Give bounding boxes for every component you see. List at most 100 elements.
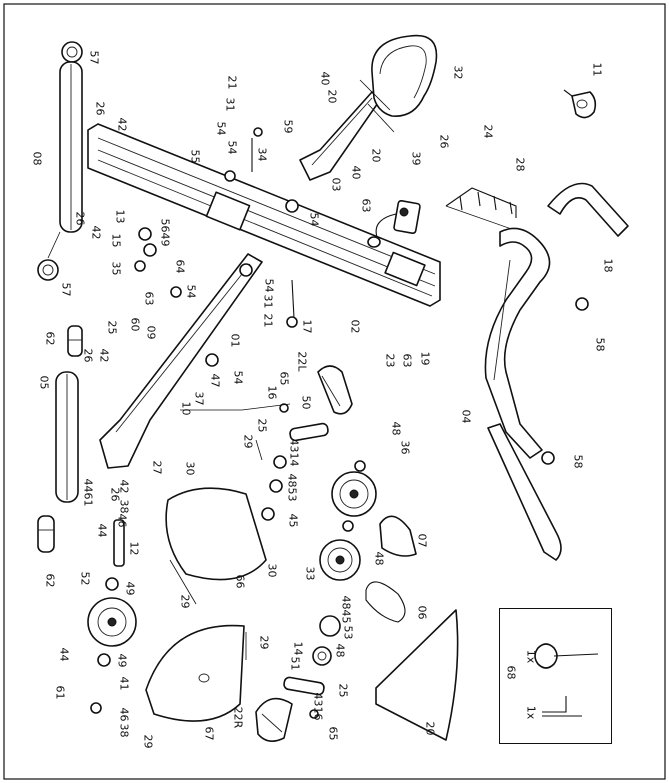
part-callout: 4845 bbox=[339, 595, 353, 623]
part-callout: 4314 bbox=[287, 438, 301, 466]
inset-tools bbox=[534, 643, 599, 717]
sub-frame-01 bbox=[99, 253, 263, 469]
part-callout: 33 bbox=[303, 566, 317, 580]
end-cap-57-top bbox=[61, 41, 83, 63]
part-callout: 54 bbox=[262, 278, 276, 292]
part-callout: 29 bbox=[141, 734, 155, 748]
part-callout: 64 bbox=[173, 259, 187, 273]
part-callout: 63 bbox=[400, 353, 414, 367]
cover-67 bbox=[145, 624, 245, 722]
part-callout: 30 bbox=[183, 461, 197, 475]
part-callout: 11 bbox=[590, 62, 604, 76]
leveler-62-bottom bbox=[37, 515, 55, 553]
part-callout: 36 bbox=[398, 440, 412, 454]
part-callout: 28 bbox=[513, 157, 527, 171]
part-callout: 62 bbox=[43, 573, 57, 587]
end-cap-57-bottom bbox=[37, 259, 59, 281]
part-callout: 42 bbox=[97, 348, 111, 362]
part-callout: 1x bbox=[524, 649, 538, 663]
part-callout: 18 bbox=[601, 258, 615, 272]
part-callout: 65 bbox=[277, 371, 291, 385]
grip-18-bottom bbox=[487, 423, 562, 561]
part-callout: 14 bbox=[291, 641, 305, 655]
part-callout: 49 bbox=[123, 581, 137, 595]
part-callout: 10 bbox=[179, 401, 193, 415]
part-callout: 67 bbox=[202, 726, 216, 740]
part-callout: 4316 bbox=[311, 692, 325, 720]
cover-20 bbox=[375, 609, 459, 741]
part-callout: 50 bbox=[299, 395, 313, 409]
front-stabilizer-08 bbox=[59, 61, 83, 233]
part-callout: 30 bbox=[265, 563, 279, 577]
part-callout: 17 bbox=[300, 319, 314, 333]
part-callout: 05 bbox=[37, 375, 51, 389]
part-callout: 53 bbox=[341, 625, 355, 639]
part-callout: 04 bbox=[459, 409, 473, 423]
part-callout: 02 bbox=[348, 319, 362, 333]
part-callout: 25 bbox=[336, 683, 350, 697]
part-callout: 03 bbox=[329, 177, 343, 191]
part-callout: 29 bbox=[257, 635, 271, 649]
key-11 bbox=[563, 89, 597, 119]
axle-12 bbox=[113, 519, 125, 567]
main-frame-rail bbox=[87, 123, 441, 307]
part-callout: 48 bbox=[333, 643, 347, 657]
handlebar-04 bbox=[484, 227, 551, 459]
crank-51 bbox=[283, 676, 325, 696]
crank-50 bbox=[289, 422, 329, 442]
guide-lines bbox=[169, 103, 395, 660]
pulley-33 bbox=[319, 539, 361, 581]
part-callout: 22L bbox=[295, 350, 309, 372]
part-callout: 61 bbox=[53, 685, 67, 699]
part-callout: 19 bbox=[418, 351, 432, 365]
part-callout: 58 bbox=[571, 454, 585, 468]
part-callout: 48 bbox=[372, 551, 386, 565]
part-callout: 20 bbox=[369, 148, 383, 162]
leveler-62-top bbox=[67, 325, 83, 357]
part-callout: 38 bbox=[117, 723, 131, 737]
part-callout: 45 bbox=[286, 513, 300, 527]
inset-box bbox=[499, 608, 612, 744]
part-callout: 27 bbox=[150, 460, 164, 474]
rear-stabilizer-05 bbox=[55, 371, 79, 503]
part-callout: 15 bbox=[109, 233, 123, 247]
part-callout: 60 bbox=[128, 317, 142, 331]
part-callout: 57 bbox=[59, 282, 73, 296]
part-callout: 25 bbox=[255, 418, 269, 432]
part-callout: 13 bbox=[113, 209, 127, 223]
part-callout: 25 bbox=[105, 320, 119, 334]
part-callout: 4853 bbox=[285, 473, 299, 501]
part-callout: 23 bbox=[383, 353, 397, 367]
part-callout: 40 bbox=[318, 71, 332, 85]
part-callout: 37 bbox=[192, 391, 206, 405]
part-callout: 44 bbox=[57, 647, 71, 661]
part-callout: 59 bbox=[281, 119, 295, 133]
part-callout: 62 bbox=[43, 331, 57, 345]
part-callout: 66 bbox=[233, 574, 247, 588]
diagram-border bbox=[3, 3, 666, 780]
bearing-53 bbox=[312, 615, 341, 666]
part-callout: 26 bbox=[437, 134, 451, 148]
part-callout: 39 bbox=[409, 151, 423, 165]
part-callout: 68 bbox=[504, 665, 518, 679]
part-callout: 20 bbox=[325, 89, 339, 103]
part-callout: 26 bbox=[93, 101, 107, 115]
part-callout: 09 bbox=[144, 325, 158, 339]
part-callout: 20 bbox=[423, 721, 437, 735]
flywheel-52 bbox=[87, 597, 137, 647]
seat-32 bbox=[371, 34, 438, 117]
part-callout: 26 bbox=[73, 211, 87, 225]
part-callout: 34 bbox=[255, 147, 269, 161]
part-callout: 54 bbox=[214, 121, 228, 135]
bracket-24 bbox=[445, 187, 521, 233]
part-callout: 4461 bbox=[81, 478, 95, 506]
flywheel-36 bbox=[331, 471, 377, 517]
cap-58-lower bbox=[541, 451, 555, 465]
part-callout: 31 bbox=[223, 97, 237, 111]
part-callout: 29 bbox=[178, 594, 192, 608]
part-callout: 41 bbox=[117, 676, 131, 690]
part-callout: 24 bbox=[481, 124, 495, 138]
part-callout: 54 bbox=[307, 212, 321, 226]
part-callout: 31 bbox=[261, 294, 275, 308]
